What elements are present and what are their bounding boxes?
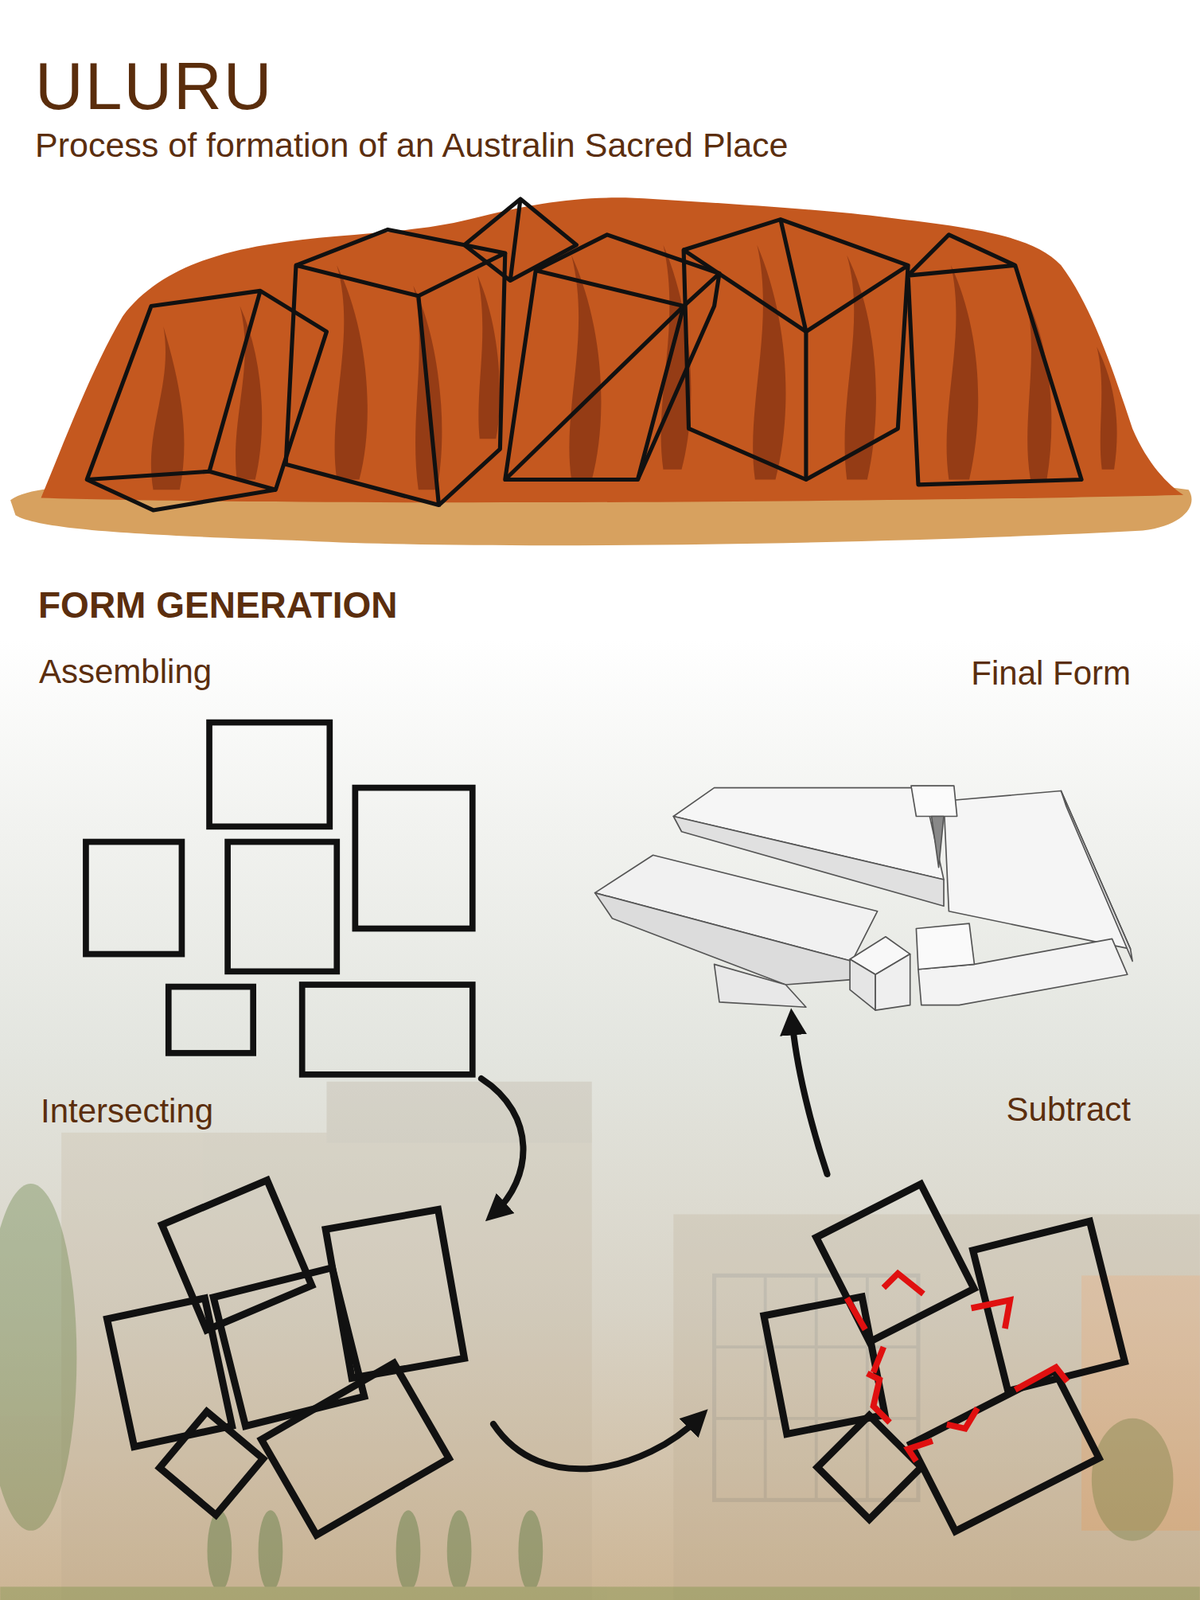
uluru-rock-part-part xyxy=(946,264,979,480)
step-area: Assembling xyxy=(79,716,486,1079)
uluru-cubes-part xyxy=(803,331,808,480)
assembling-squares-part xyxy=(168,986,254,1053)
uluru-cubes-part xyxy=(683,219,908,480)
subtract-squares xyxy=(763,1184,1126,1532)
assembling-squares-part xyxy=(302,984,473,1075)
title: ULURU xyxy=(35,52,273,120)
subtract-cut-lines-part xyxy=(946,1407,978,1429)
background-trees xyxy=(0,1183,1200,1600)
uluru-rock-part-part xyxy=(151,326,185,490)
subtract-cut-lines-part xyxy=(883,1273,924,1294)
uluru-rock-part-part xyxy=(1025,296,1052,480)
subtract-cut-lines-part xyxy=(971,1299,1011,1329)
step-label: Final Form xyxy=(970,654,1131,693)
subtract-cut-lines xyxy=(846,1273,1068,1462)
background-trees-part xyxy=(1091,1418,1174,1541)
uluru-cubes-part xyxy=(438,253,505,506)
assembling-squares-part xyxy=(209,722,330,827)
intersecting-squares-part xyxy=(107,1297,233,1447)
subtract-cut-lines-part xyxy=(846,1297,865,1330)
uluru-rock-part xyxy=(41,197,1185,503)
intersecting-squares-part xyxy=(325,1209,464,1379)
background-building-part xyxy=(714,1344,919,1349)
uluru-rock-part-part xyxy=(568,254,601,480)
uluru-cubes-part xyxy=(780,219,807,332)
intersecting-squares-part xyxy=(162,1180,312,1330)
background-building-part xyxy=(673,1213,1200,1600)
step-area: Final Form xyxy=(588,779,1138,1019)
step-label: Assembling xyxy=(38,652,212,691)
assembling-squares-part xyxy=(85,841,182,955)
step-label: Subtract xyxy=(1006,1090,1131,1129)
background-trees-part xyxy=(396,1509,421,1592)
flow-arrow xyxy=(493,1416,701,1469)
background-building-part xyxy=(763,1274,768,1500)
final-form-model-part xyxy=(911,785,958,816)
subtitle: Process of formation of an Australin Sac… xyxy=(35,125,788,165)
final-form-model-part xyxy=(849,958,876,1010)
subtract-squares-part xyxy=(817,1414,922,1520)
uluru-cubes-part xyxy=(505,306,684,480)
uluru-cubes xyxy=(86,198,1082,511)
uluru-rock-part-part xyxy=(335,264,368,480)
background-trees-part xyxy=(0,1183,77,1531)
final-form-model-part xyxy=(943,790,1131,949)
uluru-cubes-part xyxy=(510,198,521,281)
subtract-cut-lines-part xyxy=(1015,1367,1068,1390)
background-trees-part xyxy=(258,1509,284,1592)
intersecting-squares-part xyxy=(213,1267,365,1426)
uluru-cubes-part xyxy=(464,198,577,281)
final-form-model-part xyxy=(1060,790,1133,961)
step-label: Intersecting xyxy=(40,1091,214,1130)
assembling-squares xyxy=(85,722,473,1075)
background-trees-part xyxy=(518,1509,543,1592)
uluru-rock-part-part xyxy=(752,245,786,480)
background-trees-part xyxy=(0,1585,1200,1600)
final-form-model-part xyxy=(714,963,807,1007)
intersecting-squares xyxy=(107,1180,465,1536)
final-form-model-part xyxy=(931,816,944,868)
background-trees-part xyxy=(206,1509,232,1592)
subtract-squares-part xyxy=(911,1370,1099,1532)
uluru-cubes-part xyxy=(285,264,439,505)
background-building-part xyxy=(326,1081,592,1143)
assembling-squares-part xyxy=(354,787,472,929)
uluru-cubes-part xyxy=(907,234,1082,485)
final-form-model-part xyxy=(915,923,975,970)
intersecting-squares-part xyxy=(159,1410,264,1515)
intersecting-squares-part xyxy=(261,1362,449,1535)
flow-arrow xyxy=(481,1078,524,1214)
subtract-cut-lines-part xyxy=(907,1440,933,1462)
uluru-cubes-part xyxy=(209,290,261,472)
background-building-part xyxy=(61,1132,593,1600)
uluru-cubes-part xyxy=(505,270,684,480)
subtract-cut-lines-part xyxy=(873,1346,885,1372)
background-building xyxy=(61,1081,1200,1600)
section-heading: FORM GENERATION xyxy=(38,584,398,627)
subtract-squares-part xyxy=(816,1184,975,1342)
final-form-model-part xyxy=(875,954,911,1011)
background-trees-part xyxy=(447,1509,472,1592)
flow-arrow xyxy=(791,1018,827,1174)
uluru-cubes-part xyxy=(637,273,720,480)
assembling-squares-part xyxy=(227,841,337,972)
step-area: Intersecting xyxy=(103,1173,494,1536)
final-form-model xyxy=(595,785,1134,1010)
subtract-cut-lines-part xyxy=(867,1372,890,1423)
uluru-rock-part-part xyxy=(477,275,500,439)
uluru-rock-part-part xyxy=(1096,346,1117,470)
step-area: Subtract xyxy=(700,1173,1138,1536)
uluru-rock xyxy=(10,197,1192,546)
